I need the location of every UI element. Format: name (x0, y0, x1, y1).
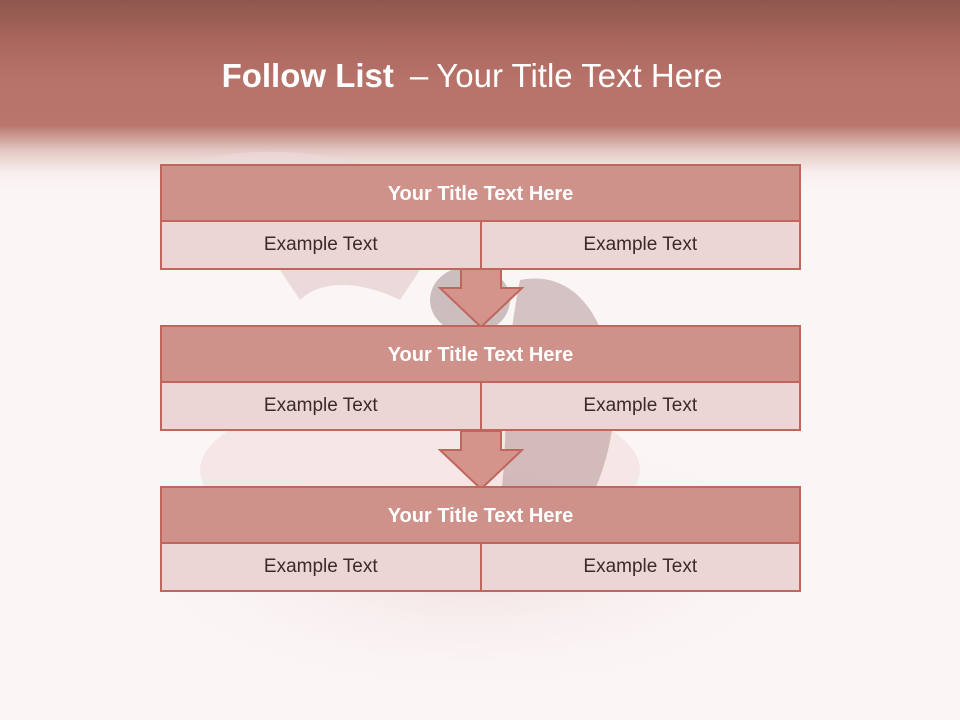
block-cell-right: Example Text (479, 383, 800, 429)
slide-title: Follow List–Your Title Text Here (0, 52, 944, 100)
block-row: Example Text Example Text (162, 222, 799, 268)
down-arrow-icon (438, 430, 524, 490)
list-block-3: Your Title Text Here Example Text Exampl… (160, 486, 801, 592)
block-title: Your Title Text Here (162, 488, 799, 544)
block-cell-left: Example Text (263, 556, 378, 577)
block-cell-right: Example Text (479, 222, 800, 268)
block-title: Your Title Text Here (162, 166, 799, 222)
block-row: Example Text Example Text (162, 383, 799, 429)
list-block-1: Your Title Text Here Example Text Exampl… (160, 164, 801, 270)
slide-title-bold: Follow List (221, 57, 394, 94)
down-arrow-icon (438, 268, 524, 328)
block-cell-right: Example Text (479, 544, 800, 590)
slide-title-rest: Your Title Text Here (436, 57, 723, 94)
slide-title-dash: – (409, 57, 429, 94)
header-band (0, 0, 960, 190)
list-block-2: Your Title Text Here Example Text Exampl… (160, 325, 801, 431)
block-cell-left: Example Text (263, 234, 378, 255)
block-title: Your Title Text Here (162, 327, 799, 383)
block-cell-left: Example Text (263, 395, 378, 416)
block-row: Example Text Example Text (162, 544, 799, 590)
